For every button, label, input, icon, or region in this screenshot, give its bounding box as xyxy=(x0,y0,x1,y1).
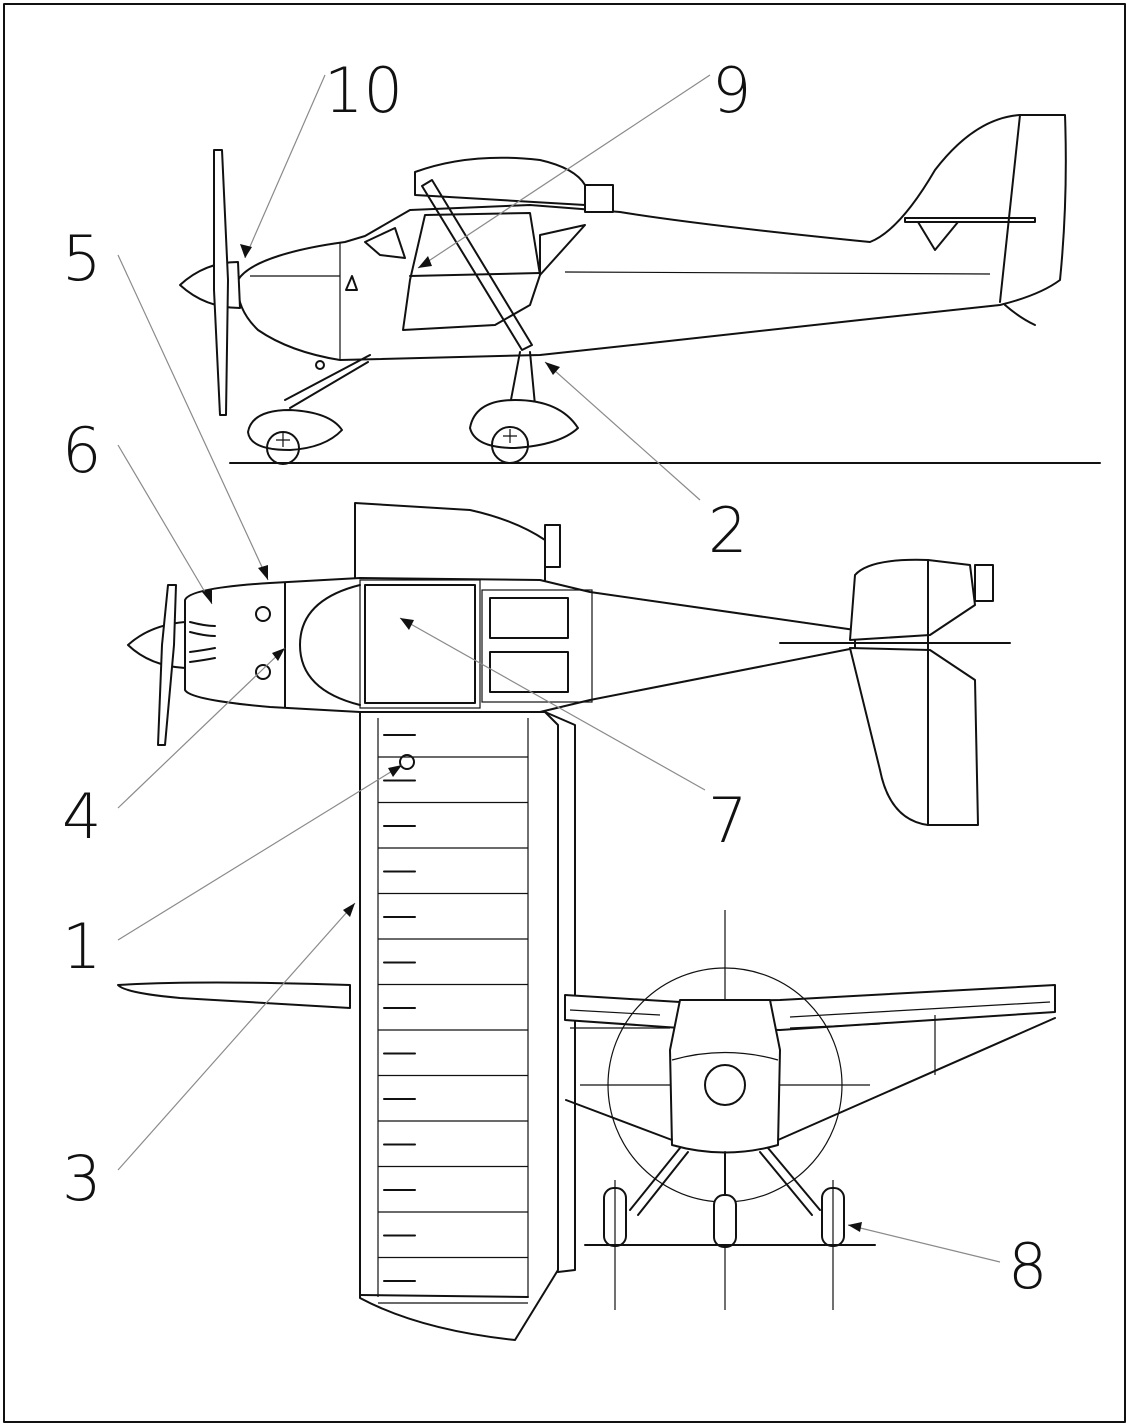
top-view-rear-window-lower xyxy=(489,651,569,693)
leader-6-arrow xyxy=(202,589,212,604)
front-view-wing-struts xyxy=(565,1017,1056,1141)
front-view-left-wing xyxy=(117,981,351,1009)
callout-9: 9 xyxy=(712,54,751,127)
side-view-windshield xyxy=(364,227,406,259)
leader-2 xyxy=(544,361,701,501)
top-view-cowl-louvers xyxy=(189,621,216,663)
callout-8: 8 xyxy=(1008,1230,1047,1303)
side-view-propeller xyxy=(213,149,229,416)
side-view-nose-gear-pivot xyxy=(315,360,325,370)
top-view-windshield xyxy=(299,584,361,706)
side-view-main-wheel xyxy=(491,426,529,464)
top-view-rear-window-frame xyxy=(481,589,593,703)
front-view-main-gear-legs xyxy=(629,1147,821,1216)
leader-5 xyxy=(117,254,269,581)
top-view-cowl-intake-lower xyxy=(255,664,271,680)
side-view-stabilizer-brace xyxy=(917,221,959,251)
top-view-fuel-cap xyxy=(399,754,415,770)
front-view-wing-flap-lines xyxy=(569,1001,1051,1029)
top-view-cowl-intake-upper xyxy=(255,606,271,622)
callout-3: 3 xyxy=(62,1142,101,1215)
top-view-wing-tip-rib xyxy=(359,1294,529,1298)
side-view xyxy=(179,114,1101,465)
leader-9 xyxy=(417,74,711,269)
leader-5-arrow xyxy=(258,565,268,580)
side-view-cowl-vent xyxy=(345,275,358,291)
callout-6: 6 xyxy=(62,414,101,487)
side-view-spinner xyxy=(179,261,241,309)
top-view-tail-upper xyxy=(849,558,976,641)
side-view-nose-wheel xyxy=(266,431,300,465)
side-view-stabilizer xyxy=(904,217,1036,223)
side-view-rear-window xyxy=(539,224,586,276)
top-view-propeller xyxy=(157,584,177,746)
leader-9-arrow xyxy=(418,256,432,268)
side-view-nose-wheel-fairing xyxy=(247,409,343,451)
leader-3 xyxy=(117,902,356,1171)
top-view-tail-lower xyxy=(849,647,979,826)
leader-3-arrow xyxy=(343,903,355,917)
leader-1-arrow xyxy=(388,765,402,777)
side-view-nose-gear-leg xyxy=(284,354,371,409)
front-view-spinner xyxy=(704,1064,746,1106)
leader-8-arrow xyxy=(848,1222,862,1232)
callout-7: 7 xyxy=(708,784,747,857)
side-view-tail-skid xyxy=(1004,304,1036,326)
leader-2-arrow xyxy=(545,362,560,375)
leader-10-arrow xyxy=(240,244,252,258)
side-view-wing-tip-fairing xyxy=(584,184,614,213)
side-view-main-wheel-fairing xyxy=(469,399,579,449)
leader-6 xyxy=(117,444,213,605)
front-view-cowl-line xyxy=(671,1051,779,1061)
leader-4-arrow xyxy=(272,648,285,661)
callout-1: 1 xyxy=(62,910,101,983)
top-view-rear-window-upper xyxy=(489,597,569,639)
side-view-wing xyxy=(414,156,586,206)
side-view-wing-strut xyxy=(421,179,533,351)
callout-2: 2 xyxy=(708,494,747,567)
top-view xyxy=(127,502,1011,1341)
top-view-spinner xyxy=(127,621,186,669)
callout-labels: 10 9 5 6 2 4 7 1 3 8 xyxy=(62,54,1047,1303)
front-view-right-wing xyxy=(564,984,1056,1031)
leader-7 xyxy=(399,617,706,791)
side-view-main-axle-mark xyxy=(503,429,517,443)
top-view-upper-wing-tip xyxy=(544,524,561,568)
leader-10 xyxy=(244,74,326,259)
callout-leaders xyxy=(117,74,1001,1263)
callout-10: 10 xyxy=(324,54,403,127)
leader-4 xyxy=(117,647,286,809)
front-view-nose-wheel xyxy=(713,1194,737,1248)
leader-7-arrow xyxy=(400,618,414,630)
front-view xyxy=(117,910,1056,1310)
leader-8 xyxy=(847,1224,1001,1263)
callout-4: 4 xyxy=(62,780,101,853)
top-view-cabin-hatch-outer xyxy=(359,579,481,709)
top-view-wing-ribs xyxy=(378,734,528,1304)
side-view-fuselage xyxy=(236,114,1067,361)
leader-1 xyxy=(117,764,403,941)
side-view-main-gear-leg xyxy=(509,351,536,406)
top-view-lower-wing xyxy=(359,711,559,1341)
callout-5: 5 xyxy=(62,222,101,295)
side-view-fuselage-reference-line xyxy=(564,271,991,275)
top-view-cabin-hatch xyxy=(364,584,476,704)
top-view-upper-wing xyxy=(354,502,546,583)
top-view-tail-tip-upper xyxy=(974,564,994,602)
side-view-cabin-window xyxy=(402,212,541,331)
side-view-rudder-hinge xyxy=(999,114,1021,303)
side-view-nose-axle-mark xyxy=(276,433,290,447)
drawing-border xyxy=(3,3,1126,1423)
